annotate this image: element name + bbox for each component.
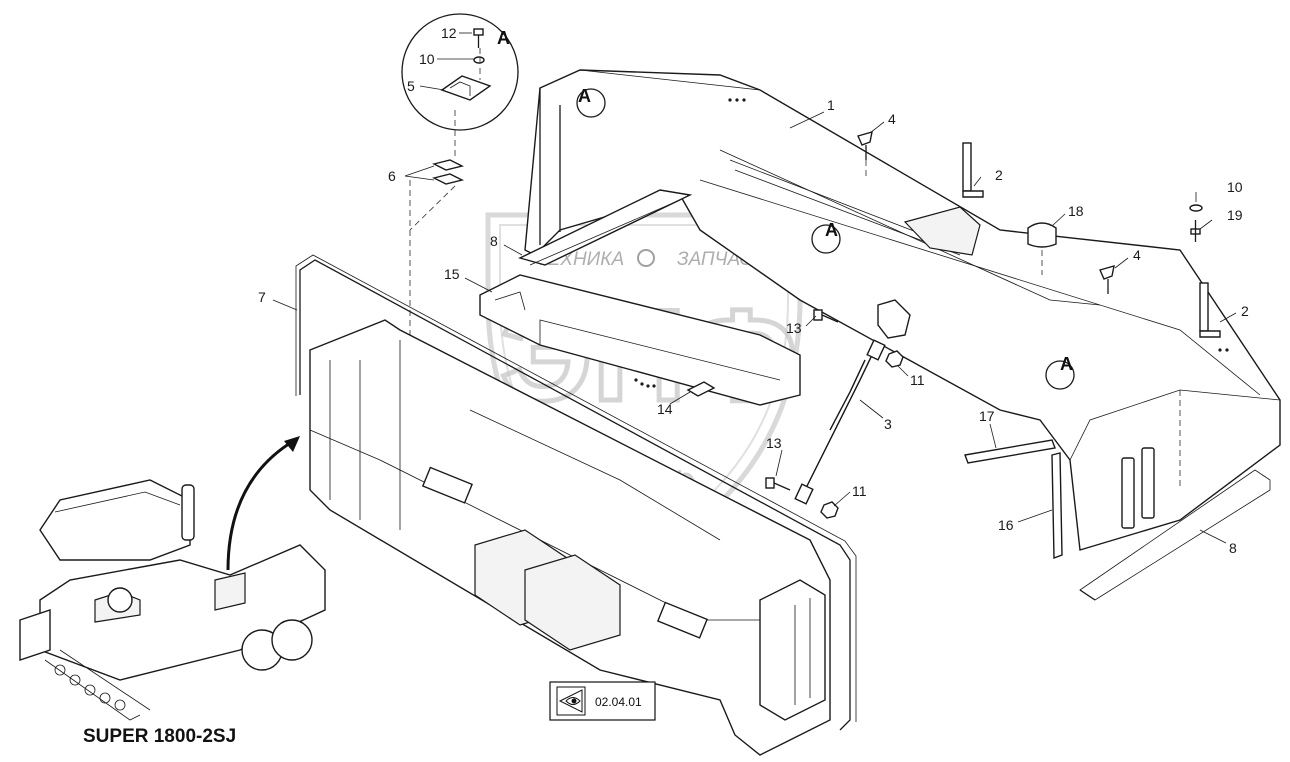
vent-slots [728,98,1229,352]
nut-11b [820,501,839,519]
eye-view-icon [558,689,583,713]
leader-lines [272,111,1237,544]
detail-circle [401,13,519,131]
callout-11a: 11 [910,372,925,388]
detail-letter: A [497,28,510,48]
gear-icon [637,249,655,267]
callout-7: 7 [258,289,266,305]
clamp-18 [1027,222,1057,275]
callout-13a: 13 [786,320,802,336]
paver-machine-thumbnail [19,479,326,721]
gas-spring-3 [794,299,911,505]
view-marker-a2: A [825,220,838,240]
rod-8a [518,189,693,266]
bolt-icon [473,28,484,48]
reference-box: 02.04.01 [549,681,656,721]
knob-14 [686,381,716,397]
arrow-icon [226,438,296,571]
callout-2a: 2 [995,167,1003,183]
callout-8b: 8 [1229,540,1237,556]
fastener-dots [634,378,656,388]
bolt-13a [813,309,839,323]
callout-11b: 11 [852,483,867,499]
detail-a: A 12 10 5 [401,13,519,131]
callout-1: 1 [827,97,835,113]
callout-12: 12 [441,25,457,41]
model-label: SUPER 1800-2SJ [83,726,236,747]
pin-2b [1199,282,1221,338]
callout-6: 6 [388,168,396,184]
screw-4a [857,131,873,180]
seal-strip-16 [1051,452,1063,560]
callout-10: 10 [419,51,435,67]
callout-3: 3 [884,416,892,432]
hinge-plates [409,110,465,350]
trim-strip-7 [299,259,851,731]
bolt-19 [1190,220,1201,242]
callout-10b: 10 [1227,179,1243,195]
washer-10b [1189,204,1203,212]
reference-code: 02.04.01 [595,695,642,709]
callout-17: 17 [979,408,995,424]
callout-13b: 13 [766,435,782,451]
arrow-head-icon [284,436,300,452]
callout-8a: 8 [490,233,498,249]
cover-panel-15 [479,274,801,406]
callout-16: 16 [998,517,1014,533]
seal-strip-17 [964,439,1056,464]
view-marker-a3: A [1060,354,1073,374]
callout-18: 18 [1068,203,1084,219]
callout-4a: 4 [888,111,896,127]
callout-4b: 4 [1133,247,1141,263]
pin-2a [962,142,984,198]
callout-15: 15 [444,266,460,282]
nut-11a [885,350,904,368]
callouts: 1 4 2 10 18 19 4 2 6 8 7 15 13 11 14 3 1… [258,97,1249,556]
view-marker-a1: A [578,86,591,106]
screw-4b [1099,265,1115,294]
callout-19: 19 [1227,207,1243,223]
engine-frame [309,319,831,756]
callout-14: 14 [657,401,673,417]
bracket-icon [440,75,492,101]
bolt-13b [765,477,791,491]
callout-5: 5 [407,78,415,94]
callout-2b: 2 [1241,303,1249,319]
washer-icon [473,56,485,64]
